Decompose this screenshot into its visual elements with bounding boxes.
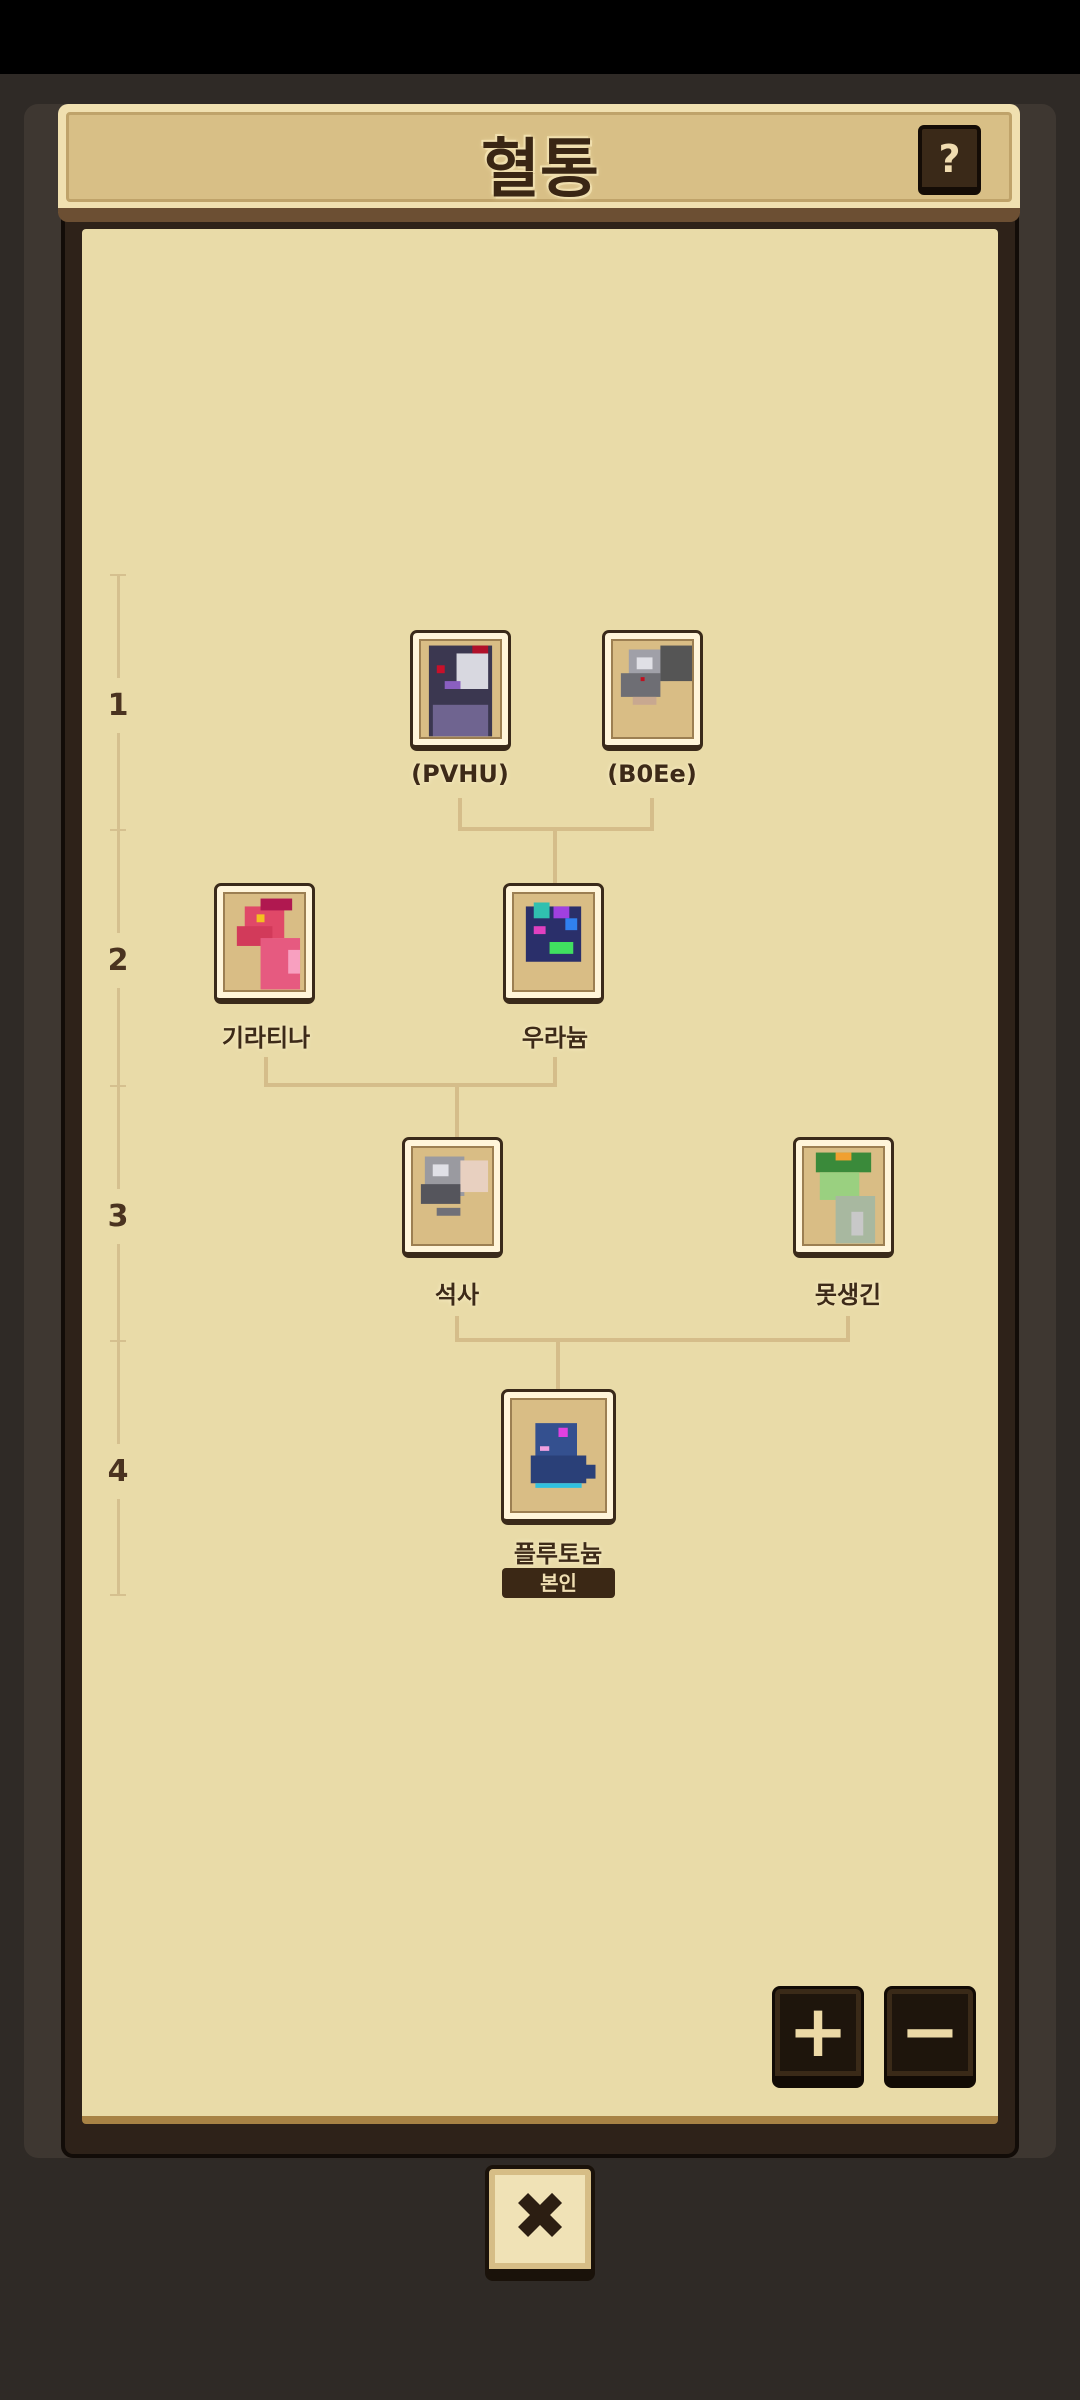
pedigree-card-seoksa[interactable] [402, 1137, 503, 1258]
header-inner [66, 112, 1012, 202]
node-name: 플루토늄 [513, 1540, 603, 1568]
page-title: 혈통 [481, 133, 599, 207]
zoom-in-button[interactable]: + [772, 1986, 864, 2088]
close-icon: ✖ [512, 2178, 568, 2255]
minus-icon: − [899, 1989, 961, 2073]
connector [553, 827, 557, 883]
connector [650, 798, 654, 831]
connector [846, 1316, 850, 1342]
pedigree-card-plutonium-self[interactable] [501, 1389, 616, 1525]
pedigree-card-motsaenggin[interactable] [793, 1137, 894, 1258]
generation-label-3: 3 [98, 1189, 138, 1244]
connector [553, 1057, 557, 1087]
node-name: (B0Ee) [607, 760, 697, 788]
connector [455, 1083, 459, 1137]
connector [264, 1057, 268, 1087]
gray-rock-beast-portrait-icon [411, 1146, 494, 1246]
gray-rock-creature-portrait-icon [611, 639, 694, 739]
blue-dinosaur-portrait-icon [510, 1398, 607, 1513]
ruler-tick [110, 1594, 126, 1596]
self-badge: 본인 [502, 1568, 615, 1598]
connector [458, 798, 462, 831]
pedigree-card-giratina[interactable] [214, 883, 315, 1004]
crystal-blue-creature-portrait-icon [512, 892, 595, 992]
pedigree-card-b0ee[interactable] [602, 630, 703, 751]
node-name: 기라티나 [221, 1024, 311, 1052]
node-name: 못생긴 [814, 1281, 882, 1309]
plus-icon: + [787, 1989, 849, 2073]
connector [556, 1338, 560, 1389]
node-name: 우라늄 [521, 1024, 589, 1052]
green-plant-creature-portrait-icon [802, 1146, 885, 1246]
close-button[interactable]: ✖ [485, 2165, 595, 2281]
connector [455, 1316, 459, 1342]
pedigree-card-uranium[interactable] [503, 883, 604, 1004]
zoom-out-button[interactable]: − [884, 1986, 976, 2088]
pink-dragon-portrait-icon [223, 892, 306, 992]
ruler-tick [110, 574, 126, 576]
dark-armored-dragon-portrait-icon [419, 639, 502, 739]
pedigree-card-pvhu[interactable] [410, 630, 511, 751]
generation-ruler [117, 574, 120, 1594]
generation-label-2: 2 [98, 933, 138, 988]
connector [455, 1338, 850, 1342]
ruler-tick [110, 1085, 126, 1087]
ruler-tick [110, 1340, 126, 1342]
node-name: 석사 [434, 1281, 480, 1309]
generation-label-1: 1 [98, 678, 138, 733]
status-bar [0, 0, 1080, 74]
node-name: (PVHU) [411, 760, 509, 788]
generation-label-4: 4 [98, 1444, 138, 1499]
ruler-tick [110, 829, 126, 831]
help-button[interactable]: ? [918, 125, 981, 195]
connector [264, 1083, 557, 1087]
